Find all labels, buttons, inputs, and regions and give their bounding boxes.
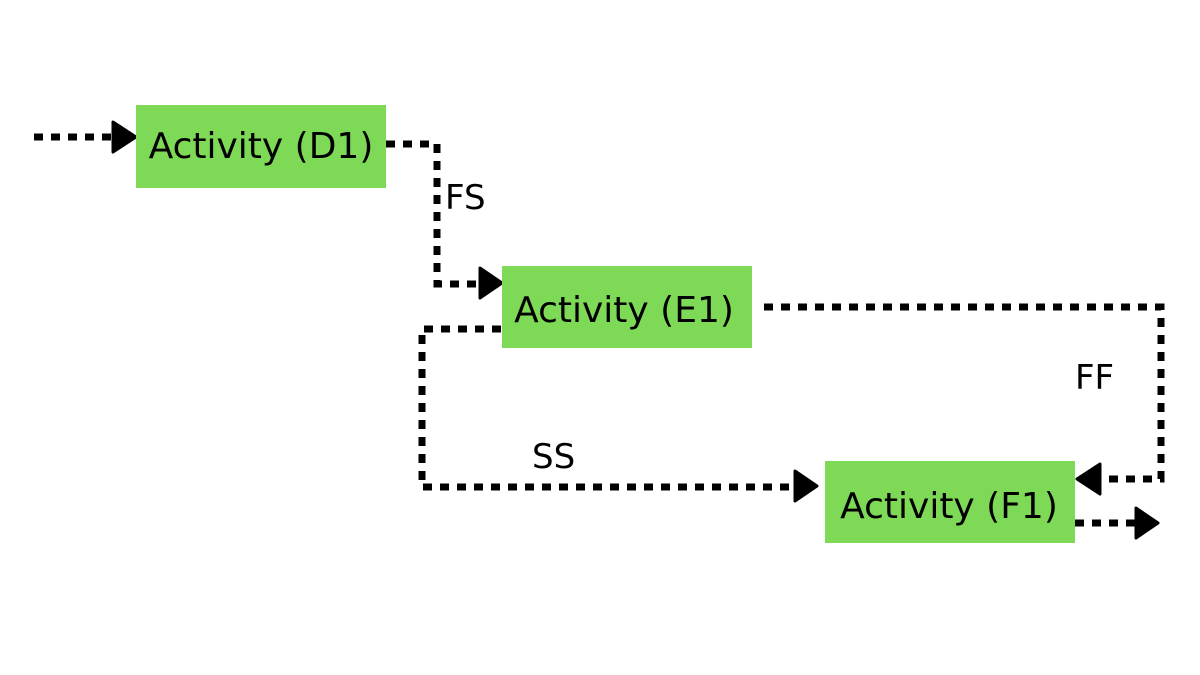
- fs-arrowhead: [478, 266, 504, 300]
- ss-arrowhead: [793, 469, 819, 503]
- activity-node-e1: Activity (E1): [502, 266, 752, 348]
- dependency-label-ff: FF: [1075, 358, 1114, 398]
- activity-node-f1: Activity (F1): [825, 461, 1075, 543]
- ss-connector: [418, 325, 800, 491]
- activity-node-e1-label: Activity (E1): [514, 290, 734, 331]
- activity-node-f1-box: [825, 461, 1075, 543]
- outgoing-arrowhead: [1134, 506, 1160, 540]
- ff-connector: [764, 303, 1165, 483]
- activity-node-f1-label: Activity (F1): [840, 486, 1058, 527]
- activity-node-d1-box: [136, 105, 386, 188]
- ff-arrowhead: [1075, 462, 1102, 496]
- dependency-label-fs: FS: [445, 178, 486, 218]
- dependency-label-ss: SS: [532, 437, 575, 477]
- activity-node-d1-label: Activity (D1): [149, 126, 374, 167]
- activity-node-e1-box: [502, 266, 752, 348]
- incoming-arrowhead: [111, 120, 138, 154]
- activity-node-d1: Activity (D1): [136, 105, 386, 188]
- fs-connector: [386, 140, 486, 288]
